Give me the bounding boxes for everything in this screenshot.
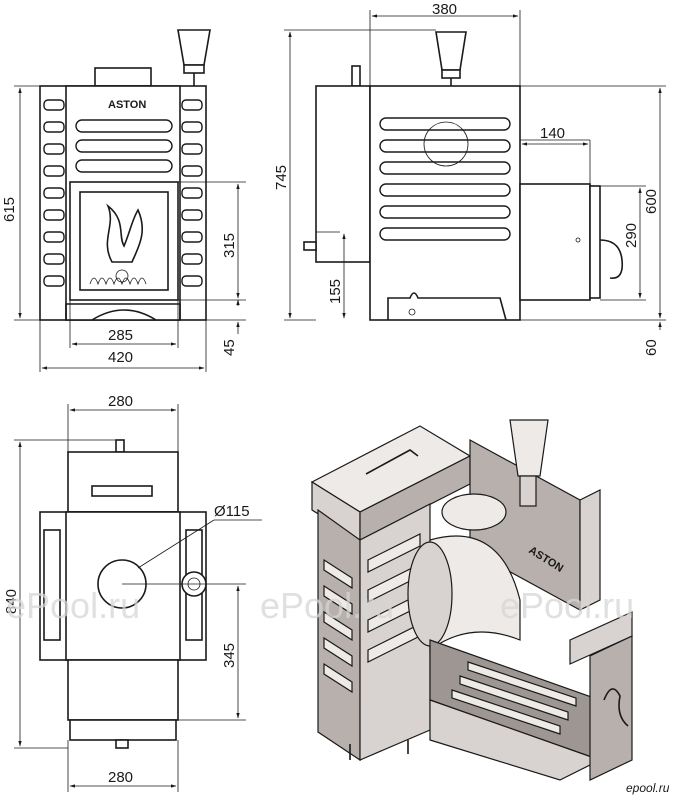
- brand-label: ASTON: [108, 99, 146, 111]
- dim-top-length: 840: [3, 589, 20, 614]
- door-handle-side: [599, 239, 624, 279]
- top-view: 280 Ø115 840 345 280: [3, 393, 262, 792]
- watermark-3: ePool.ru: [500, 585, 634, 626]
- chimney-cup-side: [435, 31, 467, 71]
- water-tank-side: [315, 85, 371, 263]
- dim-door-width: 285: [108, 327, 133, 344]
- flame-icon: [106, 203, 143, 263]
- dim-leg-height: 45: [221, 339, 238, 356]
- dim-front-height: 615: [1, 197, 18, 222]
- dim-door-height: 315: [221, 233, 238, 258]
- heat-exchanger-top: [67, 659, 179, 721]
- dim-tank-depth: 140: [540, 125, 565, 142]
- heat-exchanger-side: [519, 183, 591, 301]
- watermark-2: ePool.ru: [260, 585, 394, 626]
- side-view: 380 745 140 600 290 155 60: [273, 1, 666, 356]
- chimney-cup-front: [177, 29, 211, 66]
- front-view: ASTON 615 315 45 285 420: [1, 29, 246, 372]
- watermark-1: ePool.ru: [6, 585, 140, 626]
- dim-side-depth: 380: [432, 1, 457, 18]
- stove-left-face: [317, 508, 361, 762]
- corner-logo: epool.ru: [626, 781, 670, 795]
- dim-side-height: 745: [273, 165, 290, 190]
- tank-handle: [365, 449, 419, 475]
- dim-top-width: 280: [108, 393, 133, 410]
- water-tank-top: [67, 451, 179, 513]
- grate: [451, 661, 577, 735]
- side-slats-left: [43, 99, 65, 287]
- dim-chimney-diameter: Ø115: [214, 503, 250, 520]
- dim-tank-bottom: 60: [643, 339, 660, 356]
- dim-tank-height: 600: [643, 189, 660, 214]
- firebox-door-iso: [589, 635, 633, 781]
- base-cutout: [91, 309, 157, 321]
- dim-tank-body: 290: [623, 223, 640, 248]
- chimney-port-iso: [441, 493, 507, 531]
- isometric-cutaway: ASTON: [310, 419, 633, 781]
- dim-front-width: 420: [108, 349, 133, 366]
- dim-center-offset: 345: [221, 643, 238, 668]
- dim-bottom-width: 280: [108, 769, 133, 786]
- top-handle: [94, 67, 152, 87]
- side-slats-right: [181, 99, 203, 287]
- chimney-cup-iso: [509, 419, 549, 477]
- dim-bottom-offset: 155: [327, 279, 344, 304]
